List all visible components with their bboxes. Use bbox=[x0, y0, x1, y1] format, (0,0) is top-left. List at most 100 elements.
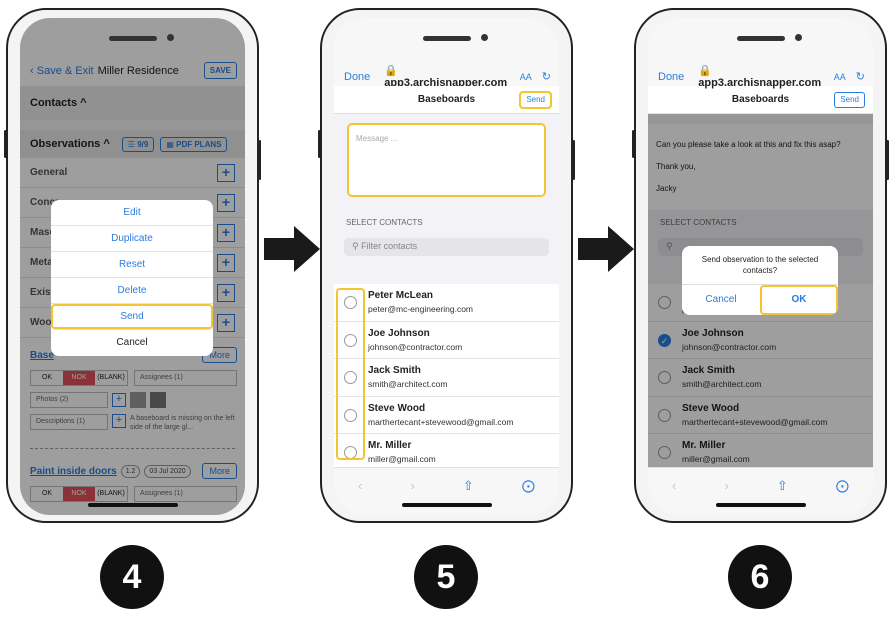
screen: Done 🔒 app3.archisnapper.com AA ↻ Basebo… bbox=[648, 18, 873, 515]
edit-action[interactable]: Edit bbox=[51, 200, 213, 226]
select-checkbox[interactable] bbox=[344, 371, 357, 384]
select-checkbox[interactable] bbox=[658, 296, 671, 309]
back-icon[interactable]: ‹ bbox=[672, 478, 677, 493]
back-icon[interactable]: ‹ bbox=[358, 478, 363, 493]
contact-row[interactable]: Joe Johnson johnson@contractor.com bbox=[334, 322, 559, 359]
contacts-section-header[interactable]: Contacts ^ bbox=[20, 86, 245, 120]
photo-thumbnail[interactable] bbox=[130, 392, 146, 408]
select-checkbox[interactable] bbox=[658, 446, 671, 459]
observations-label: Observations bbox=[30, 138, 101, 150]
cancel-action[interactable]: Cancel bbox=[116, 337, 148, 348]
duplicate-action[interactable]: Duplicate bbox=[51, 226, 213, 252]
message-input[interactable]: Can you please take a look at this and f… bbox=[648, 124, 873, 210]
add-photo-icon[interactable]: + bbox=[112, 393, 126, 407]
reload-icon[interactable]: ↻ bbox=[855, 71, 865, 83]
select-checkbox[interactable] bbox=[344, 333, 357, 347]
contact-list: Peter McLean peter@mc-engineering.com Jo… bbox=[334, 284, 559, 472]
send-button[interactable]: Send bbox=[834, 92, 865, 108]
page-header: Baseboards Send bbox=[334, 86, 559, 114]
compass-icon[interactable]: ⨀ bbox=[835, 478, 849, 493]
select-checkbox[interactable] bbox=[344, 408, 357, 422]
photos-field[interactable]: Photos (2) bbox=[30, 392, 108, 408]
observation-title-link[interactable]: Paint inside doors bbox=[30, 465, 117, 477]
camera bbox=[794, 34, 802, 41]
share-icon[interactable]: ⇧ bbox=[462, 478, 474, 493]
ok-button[interactable]: OK bbox=[760, 285, 838, 315]
message-line: Jacky bbox=[656, 184, 677, 193]
contact-email: marthertecant+stevewood@gmail.com bbox=[682, 416, 828, 427]
add-icon[interactable]: + bbox=[217, 254, 235, 272]
checked-checkbox-icon[interactable]: ✓ bbox=[658, 333, 671, 347]
contact-row[interactable]: Jack Smith smith@architect.com bbox=[334, 359, 559, 397]
category-row[interactable]: General + bbox=[20, 158, 245, 188]
descriptions-field[interactable]: Descriptions (1) bbox=[30, 414, 108, 430]
share-icon[interactable]: ⇧ bbox=[776, 478, 788, 493]
select-checkbox[interactable] bbox=[658, 408, 671, 422]
message-input[interactable]: Message ... bbox=[347, 123, 546, 197]
url-text: app3.archisnapper.com bbox=[698, 77, 822, 89]
observations-section-header[interactable]: Observations ^ ☰ 9/9 ▦ PDF PLANS bbox=[20, 130, 245, 158]
filter-contacts-input[interactable]: ⚲ Filter contacts bbox=[344, 238, 549, 256]
select-checkbox[interactable] bbox=[344, 296, 357, 309]
add-description-icon[interactable]: + bbox=[112, 414, 126, 428]
status-segmented-control[interactable]: OK NOK (BLANK) bbox=[30, 486, 128, 502]
contact-row[interactable]: Peter McLean peter@mc-engineering.com bbox=[334, 284, 559, 322]
filter-icon: ☰ bbox=[127, 139, 135, 149]
speaker bbox=[422, 36, 471, 41]
back-chevron-icon[interactable]: ‹ bbox=[30, 64, 37, 77]
confirm-dialog: Send observation to the selected contact… bbox=[682, 246, 838, 315]
assignees-field[interactable]: Assignees (1) bbox=[134, 486, 237, 502]
contact-row[interactable]: ✓ Joe Johnson johnson@contractor.com bbox=[648, 322, 873, 359]
reader-aa-button[interactable]: AA bbox=[833, 71, 846, 82]
save-button[interactable]: SAVE bbox=[203, 62, 237, 79]
add-icon[interactable]: + bbox=[217, 314, 235, 332]
compass-icon[interactable]: ⨀ bbox=[521, 478, 535, 493]
ok-option[interactable]: OK bbox=[41, 374, 53, 381]
browser-header: Done 🔒 app3.archisnapper.com AA ↻ bbox=[334, 18, 559, 89]
delete-action[interactable]: Delete bbox=[51, 278, 213, 304]
reset-action[interactable]: Reset bbox=[51, 252, 213, 278]
assignees-field[interactable]: Assignees (1) bbox=[134, 370, 237, 386]
pdf-plans-button[interactable]: ▦ PDF PLANS bbox=[160, 136, 228, 152]
contact-row[interactable]: Steve Wood marthertecant+stevewood@gmail… bbox=[648, 397, 873, 434]
step-number-badge: 4 bbox=[100, 545, 164, 609]
url-field[interactable]: 🔒 app3.archisnapper.com bbox=[698, 64, 833, 89]
reader-aa-button[interactable]: AA bbox=[519, 71, 532, 82]
add-icon[interactable]: + bbox=[217, 194, 235, 212]
url-bar: Done 🔒 app3.archisnapper.com AA ↻ bbox=[658, 64, 865, 89]
add-icon[interactable]: + bbox=[217, 224, 235, 242]
blank-option[interactable]: (BLANK) bbox=[97, 490, 125, 497]
send-button[interactable]: Send bbox=[519, 91, 552, 109]
nok-option[interactable]: NOK bbox=[63, 487, 95, 501]
nok-option[interactable]: NOK bbox=[63, 371, 95, 385]
send-action[interactable]: Send bbox=[51, 304, 213, 330]
reload-icon[interactable]: ↻ bbox=[541, 71, 551, 83]
add-icon[interactable]: + bbox=[217, 284, 235, 302]
camera bbox=[480, 34, 488, 41]
done-button[interactable]: Done bbox=[344, 70, 371, 83]
done-button[interactable]: Done bbox=[658, 70, 685, 83]
filter-button[interactable]: ☰ 9/9 bbox=[121, 136, 155, 152]
save-exit-link[interactable]: Save & Exit bbox=[36, 64, 94, 77]
search-icon: ⚲ bbox=[352, 241, 359, 251]
blank-option[interactable]: (BLANK) bbox=[97, 374, 125, 381]
contact-row[interactable]: Mr. Miller miller@gmail.com bbox=[334, 434, 559, 472]
description-preview: A baseboard is missing on the left side … bbox=[130, 415, 235, 431]
status-segmented-control[interactable]: OK NOK (BLANK) bbox=[30, 370, 128, 386]
message-line: Can you please take a look at this and f… bbox=[656, 140, 841, 149]
contact-row[interactable]: Jack Smith smith@architect.com bbox=[648, 359, 873, 397]
forward-icon[interactable]: › bbox=[724, 478, 729, 493]
add-icon[interactable]: + bbox=[217, 164, 235, 182]
more-button[interactable]: More bbox=[202, 463, 237, 479]
forward-icon[interactable]: › bbox=[410, 478, 415, 493]
observation-item: Paint inside doors 1.2 03 Jul 2020 More … bbox=[30, 462, 237, 512]
ok-option[interactable]: OK bbox=[41, 490, 53, 497]
photo-thumbnail[interactable] bbox=[150, 392, 166, 408]
contact-email: miller@gmail.com bbox=[368, 454, 436, 464]
select-checkbox[interactable] bbox=[658, 371, 671, 384]
contact-row[interactable]: Steve Wood marthertecant+stevewood@gmail… bbox=[334, 397, 559, 434]
contact-name: Jack Smith bbox=[682, 365, 735, 376]
cancel-button[interactable]: Cancel bbox=[705, 294, 737, 305]
arrow-right-icon bbox=[264, 226, 320, 272]
observation-title-link[interactable]: Base bbox=[30, 349, 54, 361]
